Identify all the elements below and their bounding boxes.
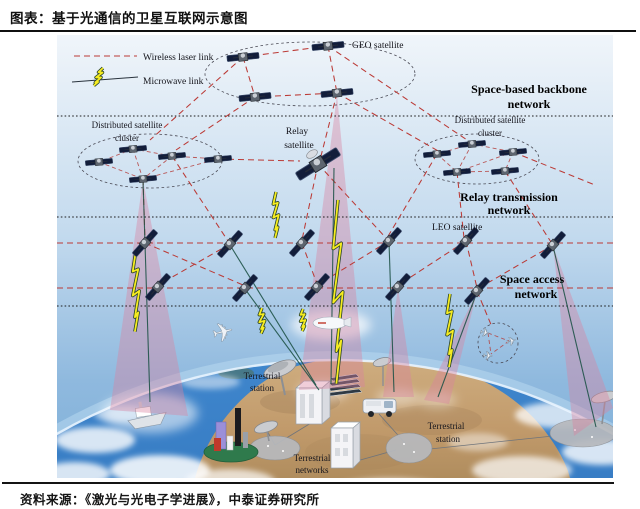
- city-model-icon: [203, 408, 259, 463]
- network-node-pad: [249, 435, 301, 461]
- label-relay-satellite-line2: satellite: [284, 141, 314, 151]
- figure-image: ✈ ✈ ✈ ✈ Wireless laser link Microwave li…: [0, 35, 640, 509]
- diagram-labels: GEO satellite Space-based backbone netwo…: [92, 41, 588, 475]
- building-icon: [330, 421, 361, 469]
- figure-title-bar: 图表：基于光通信的卫星互联网示意图: [0, 0, 636, 32]
- label-backbone-network-line1: Space-based backbone: [471, 82, 587, 96]
- legend-microwave-swatch: [71, 76, 139, 83]
- uav-icon: ✈: [478, 325, 491, 341]
- legend-microwave-label: Microwave link: [143, 77, 204, 87]
- right-cluster-orbit: [414, 133, 540, 185]
- label-terrestrial-networks-line1: Terrestrial: [294, 453, 331, 463]
- airship-icon: [312, 316, 352, 330]
- ground-dish-icon: [254, 420, 278, 442]
- uav-formation-orbit: [477, 322, 519, 364]
- network-node-pad: [385, 432, 433, 464]
- van-icon: [362, 398, 397, 417]
- relay-satellite: [293, 145, 343, 183]
- ground-dish-icon: [372, 357, 392, 386]
- label-cluster-left-line1: Distributed satellite: [92, 120, 163, 130]
- label-access-network-line1: Space access: [500, 272, 565, 286]
- earth-limb: [0, 358, 640, 474]
- label-relay-satellite-line1: Relay: [286, 127, 308, 137]
- microwave-links: [142, 167, 597, 428]
- uav-icon: ✈: [505, 333, 519, 349]
- label-terrestrial-station-right-line1: Terrestrial: [428, 421, 465, 431]
- label-terrestrial-station-line2: station: [250, 383, 274, 393]
- atmosphere-glow: [0, 351, 640, 471]
- figure-title: 图表：基于光通信的卫星互联网示意图: [10, 11, 248, 26]
- source-note: 资料来源：《激光与光电子学进展》，中泰证券研究所: [20, 493, 320, 507]
- label-terrestrial-networks-line2: networks: [296, 465, 329, 475]
- footer-divider: [2, 482, 614, 484]
- ground-dish-icon: [591, 390, 617, 425]
- label-cluster-right-line1: Distributed satellite: [455, 115, 526, 125]
- uav-icon: ✈: [482, 349, 493, 364]
- label-geo-satellite: GEO satellite: [352, 41, 403, 51]
- label-terrestrial-station-right-line2: station: [436, 434, 460, 444]
- label-leo-satellite: LEO satellite: [432, 223, 482, 233]
- geo-orbit: [204, 41, 416, 107]
- label-cluster-right-line2: cluster: [478, 128, 502, 138]
- label-terrestrial-station-line1: Terrestrial: [244, 371, 281, 381]
- label-relay-network-line1: Relay transmission: [460, 190, 558, 204]
- aircraft: ✈ ✈ ✈ ✈: [209, 316, 519, 364]
- ship-icon: [127, 401, 167, 430]
- label-relay-network-line2: network: [488, 203, 531, 217]
- terrestrial-scene: [127, 357, 617, 469]
- ground-dish-icon: [263, 359, 297, 396]
- building-icon: [295, 380, 331, 425]
- legend: Wireless laser link Microwave link: [71, 53, 214, 88]
- label-access-network-line2: network: [515, 287, 558, 301]
- label-cluster-left-line2: cluster: [115, 133, 139, 143]
- satellite-network-diagram: ✈ ✈ ✈ ✈ Wireless laser link Microwave li…: [0, 35, 640, 509]
- label-backbone-network-line2: network: [508, 97, 551, 111]
- legend-laser-label: Wireless laser link: [143, 53, 214, 63]
